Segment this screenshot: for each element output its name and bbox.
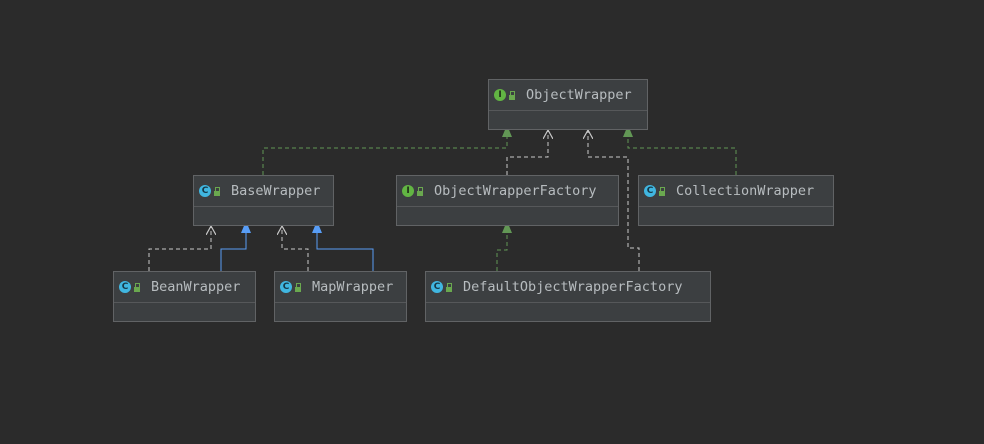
node-members [275, 303, 406, 322]
node-default-object-wrapper-factory[interactable]: C DefaultObjectWrapperFactory [425, 271, 711, 322]
node-label: DefaultObjectWrapperFactory [463, 279, 683, 295]
class-icon: C [280, 281, 292, 293]
edge-objectwrapperfactory-depends-objectwrapper [506, 130, 548, 175]
interface-icon: I [494, 89, 506, 101]
node-base-wrapper[interactable]: C BaseWrapper [193, 175, 334, 226]
public-lock-icon [134, 282, 140, 292]
interface-icon: I [402, 185, 414, 197]
node-label: CollectionWrapper [676, 183, 815, 199]
edge-beanwrapper-extends-basewrapper [220, 221, 251, 271]
public-lock-icon [417, 186, 423, 196]
edge-mapwrapper-depends-basewrapper [282, 226, 309, 271]
node-members [639, 207, 833, 226]
class-icon: C [644, 185, 656, 197]
node-members [397, 207, 618, 226]
edge-defaultobjectwrapperfactory-depends-objectwrapper [588, 130, 640, 271]
node-label: BeanWrapper [151, 279, 241, 295]
public-lock-icon [659, 186, 665, 196]
node-object-wrapper-factory[interactable]: I ObjectWrapperFactory [396, 175, 619, 226]
class-icon: C [199, 185, 211, 197]
edge-basewrapper-implements-objectwrapper [262, 125, 512, 175]
class-icon: C [431, 281, 443, 293]
node-object-wrapper[interactable]: I ObjectWrapper [488, 79, 648, 130]
node-members [114, 303, 255, 322]
public-lock-icon [446, 282, 452, 292]
node-label: ObjectWrapper [526, 87, 632, 103]
node-members [489, 111, 647, 130]
edge-collectionwrapper-implements-objectwrapper [623, 125, 737, 175]
edge-defaultobjectwrapperfactory-implements-objectwrapperfactory [496, 221, 512, 271]
node-members [426, 303, 710, 322]
node-map-wrapper[interactable]: C MapWrapper [274, 271, 407, 322]
node-members [194, 207, 333, 226]
node-label: ObjectWrapperFactory [434, 183, 597, 199]
class-icon: C [119, 281, 131, 293]
edge-mapwrapper-extends-basewrapper [312, 221, 374, 271]
public-lock-icon [509, 90, 515, 100]
node-label: MapWrapper [312, 279, 394, 295]
node-label: BaseWrapper [231, 183, 321, 199]
public-lock-icon [295, 282, 301, 292]
node-collection-wrapper[interactable]: C CollectionWrapper [638, 175, 834, 226]
node-bean-wrapper[interactable]: C BeanWrapper [113, 271, 256, 322]
edge-beanwrapper-depends-basewrapper [148, 226, 211, 271]
public-lock-icon [214, 186, 220, 196]
